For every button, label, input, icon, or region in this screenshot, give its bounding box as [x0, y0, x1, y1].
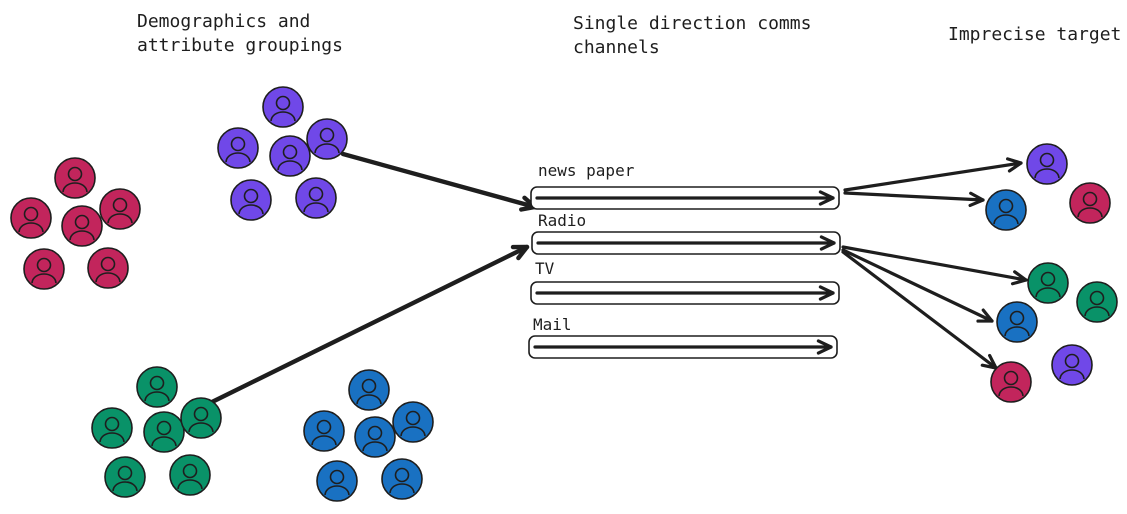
group-blue	[303, 369, 434, 502]
channel-label: TV	[535, 259, 555, 278]
purple-to-newspaper-arrow	[340, 151, 538, 212]
person-icon	[269, 135, 311, 177]
connector-arrows	[209, 151, 1028, 405]
target-person-icon	[1076, 281, 1118, 323]
heading-comms-channels: Single direction comms channels	[573, 13, 812, 58]
target-person-icon	[1026, 143, 1068, 185]
person-icon	[295, 177, 337, 219]
person-icon	[381, 458, 423, 500]
group-purple	[217, 86, 348, 221]
newspaper-to-purple-target-arrow	[843, 157, 1023, 192]
radio-to-green-target-arrow	[841, 245, 1028, 286]
group-green	[91, 366, 222, 498]
person-icon	[169, 454, 211, 496]
target-person-icon	[990, 361, 1032, 403]
person-icon	[230, 179, 272, 221]
person-icon	[104, 456, 146, 498]
radio-to-blue-target-arrow	[841, 248, 994, 323]
person-icon	[61, 205, 103, 247]
channel-label: Mail	[533, 315, 572, 334]
target-person-icon	[1051, 344, 1093, 386]
person-icon	[354, 416, 396, 458]
person-icon	[10, 197, 52, 239]
target-person-icon	[1027, 262, 1069, 304]
target-audience	[985, 143, 1118, 403]
person-icon	[180, 397, 222, 439]
target-person-icon	[996, 301, 1038, 343]
heading-imprecise-target: Imprecise target	[948, 24, 1122, 45]
newspaper-to-blue-target-arrow	[843, 191, 985, 208]
channel-flow-arrow	[535, 285, 835, 301]
person-icon	[316, 460, 358, 502]
heading-demographic-groups: Demographics and attribute groupings	[137, 11, 343, 56]
group-red	[10, 157, 141, 290]
target-person-icon	[985, 189, 1027, 231]
person-icon	[306, 118, 348, 160]
channel-mail: Mail	[528, 315, 838, 359]
person-icon	[348, 369, 390, 411]
person-icon	[217, 127, 259, 169]
person-icon	[54, 157, 96, 199]
person-icon	[87, 247, 129, 289]
person-icon	[99, 188, 141, 230]
people-layer	[10, 86, 1118, 502]
channel-flow-arrow	[533, 339, 833, 355]
person-icon	[303, 410, 345, 452]
person-icon	[136, 366, 178, 408]
channel-radio: Radio	[531, 211, 841, 255]
green-to-radio-arrow	[209, 244, 530, 405]
channel-flow-arrow	[536, 235, 836, 251]
channel-news-paper: news paper	[530, 161, 840, 210]
channel-flow-arrow	[535, 190, 835, 206]
channel-label: news paper	[538, 161, 635, 180]
person-icon	[262, 86, 304, 128]
channel-label: Radio	[538, 211, 586, 230]
channel-tv: TV	[530, 259, 840, 305]
person-icon	[23, 248, 65, 290]
person-icon	[143, 411, 185, 453]
person-icon	[91, 407, 133, 449]
person-icon	[392, 401, 434, 443]
target-person-icon	[1069, 182, 1111, 224]
